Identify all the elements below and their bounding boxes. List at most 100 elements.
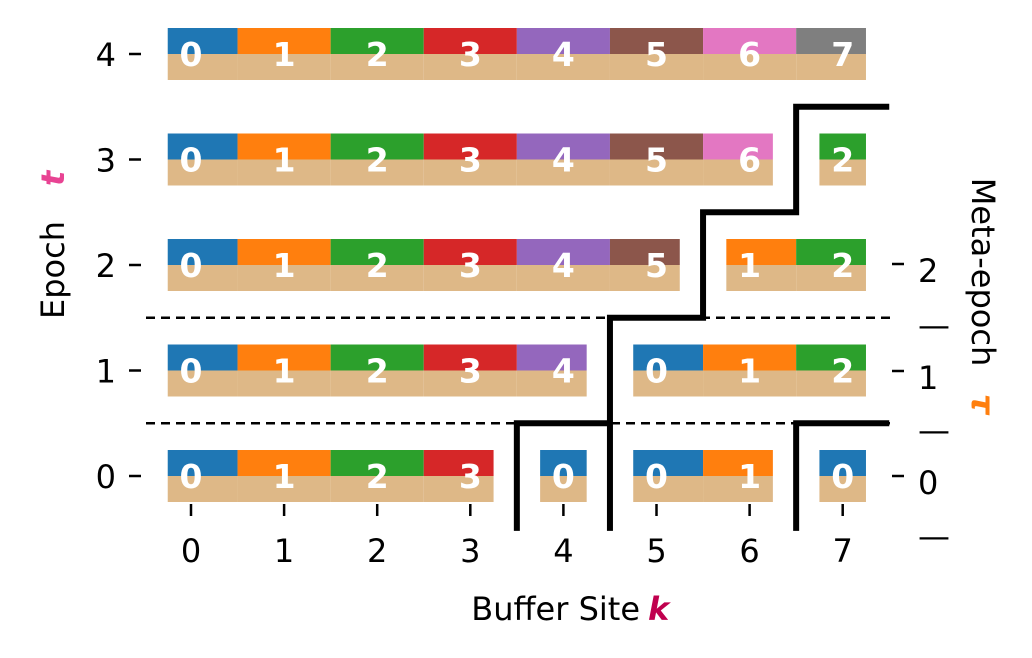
cell-base [703, 159, 773, 186]
cell-segment [423, 28, 517, 54]
cell-label: 0 [645, 457, 668, 496]
cell-base [423, 54, 517, 80]
cell-segment [540, 450, 587, 476]
cell-label: 6 [738, 35, 761, 74]
cell-segment [330, 28, 424, 54]
cell-label: 3 [459, 246, 482, 285]
cell-label: 1 [273, 35, 296, 74]
cell-segment [330, 344, 424, 371]
cell-base [819, 159, 866, 186]
cell-label: 4 [552, 246, 575, 285]
cell-label: 1 [273, 352, 296, 391]
cell-label: 5 [645, 141, 668, 180]
cell-segment [330, 133, 424, 160]
cell-segment [237, 133, 331, 160]
cell-base [609, 159, 704, 186]
cell-label: 3 [459, 352, 482, 391]
cell-base [330, 265, 424, 291]
cell-base [237, 370, 331, 397]
cell-segment [237, 450, 331, 476]
cell-label: 4 [552, 141, 575, 180]
y-axis-title: Epoch [34, 221, 72, 319]
cell-label: 4 [552, 352, 575, 391]
cell-segment [703, 344, 797, 371]
cell-segment [609, 133, 704, 160]
y2-separator-glyph: — [918, 517, 950, 555]
x-tick-label: 3 [460, 532, 480, 570]
cell-segment [516, 133, 610, 160]
cell-base [516, 54, 610, 80]
cell-base [703, 476, 773, 502]
x-tick-label: 4 [553, 532, 573, 570]
cell-base [330, 370, 424, 397]
cell-segment [167, 450, 238, 476]
cell-base [167, 54, 238, 80]
cell-base [167, 265, 238, 291]
cell-base [609, 265, 680, 291]
x-tick-label: 7 [833, 532, 853, 570]
cell-segment [516, 28, 610, 54]
cell-segment [516, 344, 587, 371]
cell-base [330, 159, 424, 186]
cell-base [796, 370, 866, 397]
y2-tick-label: 1 [918, 359, 938, 397]
y2-tick-label: 2 [918, 252, 938, 290]
staircase-line-1 [513, 420, 610, 531]
staircase-line-2 [606, 103, 890, 531]
cell-base [703, 370, 797, 397]
cell-segment [819, 133, 866, 160]
cell-base [796, 54, 866, 80]
cell-label: 5 [645, 246, 668, 285]
cell-segment [609, 239, 680, 265]
cell-segment [796, 28, 866, 54]
cell-segment [167, 239, 238, 265]
cell-base [330, 476, 424, 502]
x-tick-label: 5 [646, 532, 666, 570]
cell-segment [703, 133, 773, 160]
cell-segment [796, 239, 866, 265]
cell-base [796, 265, 866, 291]
staircase-lines [513, 103, 890, 531]
cell-base [423, 476, 494, 502]
meta-epoch-boundaries [146, 316, 890, 425]
x-tick-label: 6 [739, 532, 759, 570]
cell-label: 2 [366, 246, 389, 285]
cell-base [609, 54, 704, 80]
cell-label: 2 [831, 141, 854, 180]
cell-segment [423, 450, 494, 476]
cell-segment [237, 28, 331, 54]
cell-base [540, 476, 587, 502]
cell-label: 2 [366, 352, 389, 391]
cell-label: 1 [273, 246, 296, 285]
cell-label: 1 [273, 457, 296, 496]
cell-label: 0 [645, 352, 668, 391]
cell-label: 0 [180, 35, 203, 74]
x-tick-label: 0 [181, 532, 201, 570]
cell-segment [796, 344, 866, 371]
y-tick-label: 4 [96, 36, 116, 74]
cell-segment [167, 344, 238, 371]
cell-label: 0 [180, 457, 203, 496]
x-axis-title: Buffer Site [471, 590, 640, 628]
cell-base [819, 476, 866, 502]
cell-segment [167, 28, 238, 54]
cell-segment [703, 28, 797, 54]
cell-label: 3 [459, 141, 482, 180]
cell-segment [819, 450, 866, 476]
cell-segment [633, 344, 704, 371]
y-tick-label: 0 [96, 458, 116, 496]
cell-label: 0 [180, 246, 203, 285]
cell-base [423, 159, 517, 186]
cell-base [167, 476, 238, 502]
cell-segment [633, 450, 704, 476]
y2-axis-symbol: τ [964, 394, 1002, 416]
cell-base [423, 265, 517, 291]
cell-label: 4 [552, 35, 575, 74]
cell-label: 2 [366, 141, 389, 180]
cell-label: 3 [459, 457, 482, 496]
y-tick-label: 2 [96, 247, 116, 285]
staircase-line-3 [793, 420, 890, 531]
